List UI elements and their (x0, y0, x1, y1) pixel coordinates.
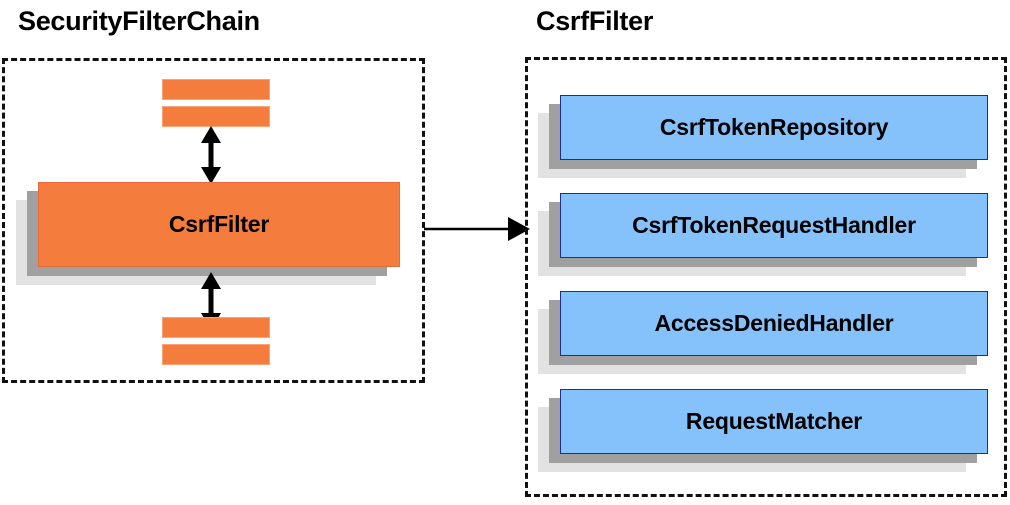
component-face[interactable]: AccessDeniedHandler (560, 291, 988, 356)
component-label: CsrfTokenRepository (659, 114, 889, 140)
filter-bar-top-2 (162, 106, 270, 127)
double-arrow-vertical-upper (201, 126, 221, 184)
component-accessdeniedhandler[interactable]: AccessDeniedHandler (538, 291, 988, 374)
page-title-security-filter-chain: SecurityFilterChain (18, 6, 260, 36)
component-label: AccessDeniedHandler (654, 310, 894, 336)
connector-arrow-securityfilterchain-to-csrffilter (424, 217, 530, 241)
panel-csrf-filter (525, 57, 1007, 497)
page-title-csrf-filter: CsrfFilter (536, 6, 654, 36)
component-csrftokenrequesthandler[interactable]: CsrfTokenRequestHandler (538, 193, 988, 276)
component-csrftokenrepository[interactable]: CsrfTokenRepository (538, 95, 988, 178)
component-face[interactable]: CsrfFilter (38, 182, 400, 267)
component-label: RequestMatcher (685, 408, 863, 434)
component-csrffilter[interactable]: CsrfFilter (16, 182, 400, 285)
panel-security-filter-chain (2, 58, 425, 383)
component-label: CsrfTokenRequestHandler (632, 212, 916, 238)
filter-bar-top-1 (162, 79, 270, 100)
component-face[interactable]: RequestMatcher (560, 389, 988, 454)
component-face[interactable]: CsrfTokenRepository (560, 95, 988, 160)
filter-bar-bottom-2 (162, 344, 270, 365)
filter-bar-bottom-1 (162, 317, 270, 338)
component-requestmatcher[interactable]: RequestMatcher (538, 389, 988, 472)
component-face[interactable]: CsrfTokenRequestHandler (560, 193, 988, 258)
component-label: CsrfFilter (168, 211, 270, 237)
